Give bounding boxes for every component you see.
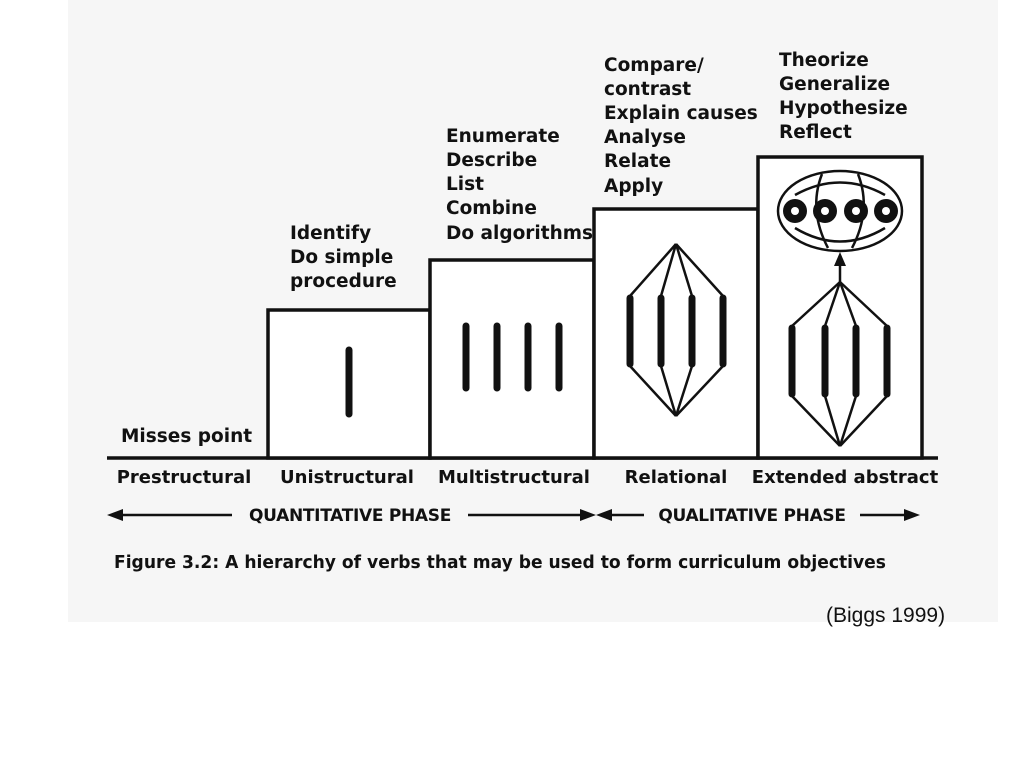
relational-verb: Analyse xyxy=(604,127,686,148)
multistructural-verb: Enumerate xyxy=(446,126,560,147)
level-label-extended-abstract: Extended abstract xyxy=(752,467,939,488)
citation: (Biggs 1999) xyxy=(826,604,946,627)
relational-verb: contrast xyxy=(604,79,691,100)
quantitative-arrowhead-left xyxy=(107,509,123,521)
multistructural-box xyxy=(428,258,596,460)
level-label-multistructural: Multistructural xyxy=(438,467,590,488)
relational-box xyxy=(592,207,760,460)
unistructural-verb: procedure xyxy=(290,271,397,292)
multistructural-verb: Combine xyxy=(446,198,537,219)
extended-abstract-verb: Hypothesize xyxy=(779,98,908,119)
qualitative-arrowhead-left xyxy=(596,509,612,521)
multistructural-verb: Do algorithms xyxy=(446,223,593,244)
quantitative-arrowhead-right xyxy=(580,509,596,521)
extended-bars xyxy=(788,324,891,398)
extended-abstract-verb: Generalize xyxy=(779,74,890,95)
figure-caption: Figure 3.2: A hierarchy of verbs that ma… xyxy=(114,553,886,573)
multistructural-bars xyxy=(462,322,563,392)
extended-abstract-verb: Reflect xyxy=(779,122,852,143)
unistructural-verb: Identify xyxy=(290,223,371,244)
extended-abstract-verb: Theorize xyxy=(779,50,869,71)
multistructural-verb: List xyxy=(446,174,484,195)
relational-verb: Compare/ xyxy=(604,55,704,76)
extended-nodes xyxy=(783,199,898,223)
level-label-unistructural: Unistructural xyxy=(280,467,414,488)
extended-arrowhead xyxy=(834,252,846,266)
quantitative-phase-label: QUANTITATIVE PHASE xyxy=(249,506,451,526)
level-label-relational: Relational xyxy=(625,467,728,488)
unistructural-verb: Do simple xyxy=(290,247,393,268)
relational-bars xyxy=(626,294,727,368)
qualitative-phase-label: QUALITATIVE PHASE xyxy=(658,506,845,526)
level-label-prestructural: Prestructural xyxy=(117,467,252,488)
relational-verb: Relate xyxy=(604,151,671,172)
extended-abstract-box xyxy=(756,155,924,460)
relational-verb: Explain causes xyxy=(604,103,758,124)
relational-verb: Apply xyxy=(604,176,663,197)
relational-network xyxy=(629,243,724,417)
prestructural-verb: Misses point xyxy=(121,426,252,447)
qualitative-arrowhead-right xyxy=(904,509,920,521)
multistructural-verb: Describe xyxy=(446,150,537,171)
